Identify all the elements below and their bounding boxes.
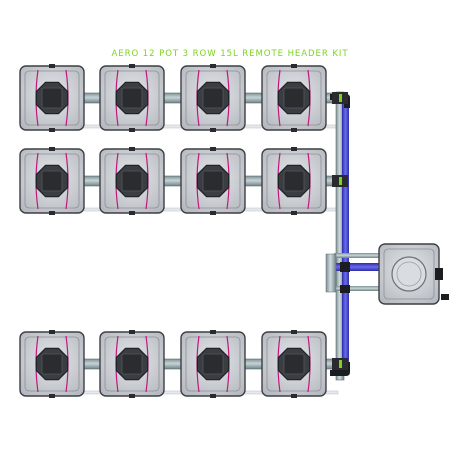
manifold-blue — [342, 100, 349, 370]
pot — [180, 64, 246, 132]
pot-lid — [266, 153, 322, 209]
pot — [261, 64, 327, 132]
pot — [19, 64, 85, 132]
pot — [99, 64, 165, 132]
pot-clip — [291, 330, 297, 334]
pot-clip — [210, 394, 216, 398]
pot-lid — [104, 70, 160, 126]
tank-lid-ring — [396, 261, 422, 287]
net-pot-basket — [202, 170, 224, 192]
net-pot-basket — [121, 353, 143, 375]
net-pot-basket — [121, 170, 143, 192]
pot-clip — [129, 330, 135, 334]
pot-clip — [291, 147, 297, 151]
valve — [340, 285, 350, 293]
net-pot-basket — [41, 353, 63, 375]
pot — [19, 330, 85, 398]
tee-clip — [339, 360, 342, 368]
pot-clip — [291, 64, 297, 68]
pot-clip — [129, 394, 135, 398]
kit-title: AERO 12 POT 3 ROW 15L REMOTE HEADER KIT — [111, 49, 349, 59]
pot-clip — [291, 211, 297, 215]
pot — [261, 147, 327, 215]
tank-outlet — [441, 294, 449, 300]
pot — [99, 147, 165, 215]
net-pot-basket — [283, 87, 305, 109]
net-pot-basket — [41, 87, 63, 109]
pot-lid — [185, 153, 241, 209]
net-pot-basket — [121, 87, 143, 109]
net-pot-basket — [283, 170, 305, 192]
pot-clip — [210, 128, 216, 132]
tank-lid — [383, 248, 435, 300]
pot — [180, 147, 246, 215]
tank-return-grey — [334, 286, 384, 291]
pot-clip — [291, 394, 297, 398]
pot — [19, 147, 85, 215]
tank-float-valve — [435, 268, 443, 280]
net-pot-basket — [202, 87, 224, 109]
pot-clip — [210, 147, 216, 151]
pot-clip — [210, 64, 216, 68]
pot-clip — [49, 128, 55, 132]
tee-clip — [339, 94, 342, 102]
pot-lid — [24, 153, 80, 209]
pot-clip — [49, 394, 55, 398]
pot-lid — [185, 336, 241, 392]
net-pot-basket — [202, 353, 224, 375]
pot-clip — [49, 64, 55, 68]
pot-clip — [210, 211, 216, 215]
tee-clip — [339, 177, 342, 185]
pot-clip — [49, 147, 55, 151]
tank-riser — [325, 253, 337, 293]
pot — [180, 330, 246, 398]
pot — [99, 330, 165, 398]
pot-clip — [49, 211, 55, 215]
pot-lid — [104, 336, 160, 392]
valve — [340, 262, 350, 272]
net-pot-basket — [41, 170, 63, 192]
pot-lid — [185, 70, 241, 126]
pot-lid — [24, 70, 80, 126]
remote-header-tank — [378, 243, 449, 305]
pot-clip — [291, 128, 297, 132]
net-pot-basket — [283, 353, 305, 375]
pot-clip — [129, 128, 135, 132]
pot-clip — [129, 64, 135, 68]
pot-clip — [49, 330, 55, 334]
pot-clip — [210, 330, 216, 334]
pot-lid — [266, 336, 322, 392]
pot-grid — [19, 64, 327, 398]
pot — [261, 330, 327, 398]
pot-clip — [129, 147, 135, 151]
pot-lid — [266, 70, 322, 126]
pot-lid — [24, 336, 80, 392]
tank-feed-grey — [334, 253, 384, 258]
pot-lid — [104, 153, 160, 209]
tank-feed-blue — [334, 263, 384, 271]
pot-clip — [129, 211, 135, 215]
